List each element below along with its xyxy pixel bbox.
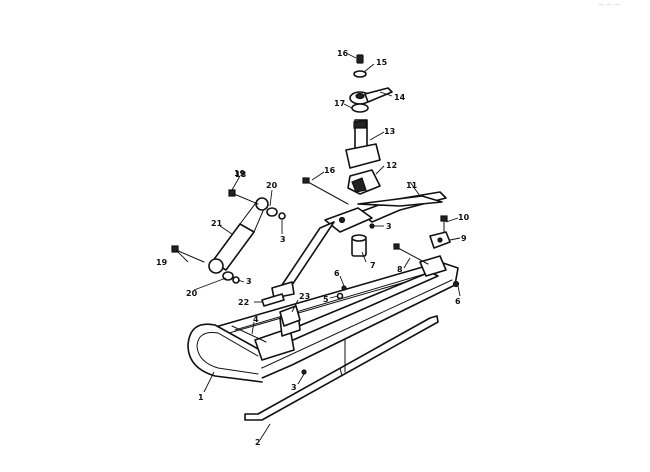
callout-8: 8 <box>397 265 403 274</box>
ski-leg <box>271 221 335 299</box>
callout-14: 14 <box>394 93 406 102</box>
callout-21: 21 <box>211 219 223 228</box>
callout-4: 4 <box>253 315 259 324</box>
callout-16-bolt: 16 <box>324 166 336 175</box>
steering-bracket <box>357 191 447 223</box>
nut-shock-upper <box>278 212 286 220</box>
nut-6-center <box>341 285 347 291</box>
callout-20-lower: 20 <box>186 289 198 298</box>
washer-5 <box>336 292 344 300</box>
callout-10: 10 <box>458 213 470 222</box>
long-bolt-18 <box>302 177 349 205</box>
callout-labels: 1 2 3 4 5 6 7 8 6 9 10 11 3 12 13 14 15 … <box>156 49 470 447</box>
clip-9 <box>429 231 451 249</box>
bolt-4 <box>231 325 267 343</box>
callout-7: 7 <box>370 261 376 270</box>
callout-22: 22 <box>238 298 249 307</box>
bracket-23 <box>279 305 301 327</box>
steering-arm <box>349 87 393 105</box>
callout-9: 9 <box>461 234 467 243</box>
callout-11: 11 <box>406 181 418 190</box>
callout-19-lower: 19 <box>156 258 168 267</box>
callout-18: 18 <box>235 170 247 179</box>
ski <box>187 255 459 383</box>
spindle-housing <box>347 169 381 195</box>
callout-6-center: 6 <box>334 269 340 278</box>
callout-16-top: 16 <box>337 49 349 58</box>
callout-5: 5 <box>323 295 329 304</box>
shock-bolt-lower <box>171 245 205 263</box>
shock-bushing-upper <box>266 207 278 217</box>
bushing <box>351 103 369 113</box>
lower-bushing <box>351 234 367 257</box>
top-bolt <box>356 54 364 64</box>
callout-12: 12 <box>386 161 397 170</box>
callout-3-pivot: 3 <box>386 222 392 231</box>
spindle <box>345 119 381 169</box>
pin-22 <box>261 293 285 307</box>
callout-19-upper: 19 <box>234 169 246 178</box>
leader-lines <box>175 53 461 441</box>
callout-6-rear: 6 <box>455 297 461 306</box>
nut-6-rear <box>452 280 460 288</box>
callout-23: 23 <box>299 292 310 301</box>
callout-1: 1 <box>198 393 204 402</box>
wear-rod <box>244 315 439 421</box>
pivot-plate <box>324 207 373 233</box>
washer <box>353 70 367 78</box>
bolt-8 <box>393 243 429 265</box>
shock-bolt-upper <box>228 189 259 205</box>
shock-absorber <box>208 197 269 274</box>
callout-20-upper: 20 <box>266 181 278 190</box>
callout-3-lower: 3 <box>246 277 252 286</box>
callout-2: 2 <box>255 438 261 447</box>
callout-13: 13 <box>384 127 395 136</box>
callout-3-upper: 3 <box>280 235 286 244</box>
callout-15: 15 <box>376 58 388 67</box>
nut-front-ski <box>301 369 307 375</box>
screw-10 <box>440 215 448 233</box>
nut-pivot <box>369 223 375 229</box>
corner-mark: — — — <box>598 1 620 8</box>
callout-17: 17 <box>334 99 345 108</box>
callout-3-front: 3 <box>291 383 297 392</box>
